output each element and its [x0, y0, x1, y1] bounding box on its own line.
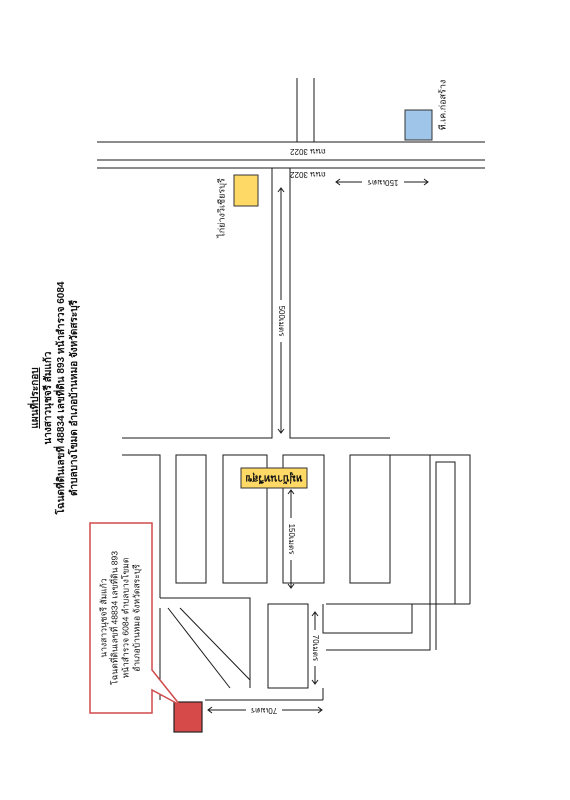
- callout-deed: โฉนดที่ดินเลขที่ 48834 เลขที่ดิน 893: [108, 551, 119, 685]
- map-title-heading: แผนที่ประกอบ: [27, 367, 41, 428]
- north-side-roads: [296, 78, 315, 142]
- landmark-construction: ที.เค.ก่อสร้าง: [404, 80, 447, 141]
- target-plot-marker: [173, 701, 203, 733]
- construction-marker: [404, 109, 433, 141]
- plot-callout: นางสาวนุชจรี สัมแก้ว โฉนดที่ดินเลขที่ 48…: [89, 522, 181, 714]
- landmark-chicken-shop: ไก่ย่างวิเชียรบุรี: [216, 174, 259, 239]
- callout-owner: นางสาวนุชจรี สัมแก้ว: [98, 578, 109, 657]
- distance-label-70m-mid: 70เมตร: [311, 635, 320, 662]
- distance-label-150m-top: 150เมตร: [367, 178, 399, 187]
- distance-150m-mid: 150เมตร: [285, 489, 297, 589]
- map-title-location: ตำบลบางโขมด อำเภอบ้านหมอ จังหวัดสระบุรี: [67, 299, 80, 496]
- distance-label-70m-bottom: 70เมตร: [250, 706, 277, 715]
- distance-label-150m-mid: 150เมตร: [287, 524, 296, 556]
- main-soi: [122, 168, 471, 604]
- construction-label: ที.เค.ก่อสร้าง: [437, 80, 447, 131]
- highway-3022: ถนน 3022 ถนน 3022: [97, 141, 485, 179]
- target-plot: [173, 701, 203, 733]
- chicken-shop-label: ไก่ย่างวิเชียรบุรี: [216, 178, 227, 239]
- map-title-deed: โฉนดที่ดินเลขที่ 48834 เลขที่ดิน 893 หน้…: [53, 281, 67, 515]
- map-title-owner: นางสาวนุชจรี สัมแก้ว: [42, 351, 54, 444]
- map-title-block: แผนที่ประกอบ นางสาวนุชจรี สัมแก้ว โฉนดที…: [27, 281, 80, 515]
- village-sign: [240, 467, 308, 489]
- village-blocks: [175, 454, 391, 584]
- landmark-village: หมู่บ้านทวีสุข: [240, 467, 308, 489]
- distance-150m-top: 150เมตร: [335, 176, 429, 188]
- distance-500m: 500เมตร: [275, 187, 287, 434]
- callout-frame: [89, 522, 181, 714]
- callout-survey: หน้าสำรวจ 6084 ตำบลบางโขมด: [120, 558, 130, 679]
- road-label-bottom: ถนน 3022: [290, 170, 326, 179]
- distance-70m-mid: 70เมตร: [309, 611, 321, 685]
- chicken-shop-marker: [233, 174, 259, 207]
- lower-roads: [159, 455, 470, 701]
- distance-70m-bottom: 70เมตร: [207, 704, 323, 716]
- distance-label-500m: 500เมตร: [277, 306, 286, 338]
- callout-district: อำเภอบ้านหมอ จังหวัดสระบุรี: [131, 564, 142, 672]
- road-label-top: ถนน 3022: [290, 147, 326, 156]
- village-label: หมู่บ้านทวีสุข: [245, 471, 302, 484]
